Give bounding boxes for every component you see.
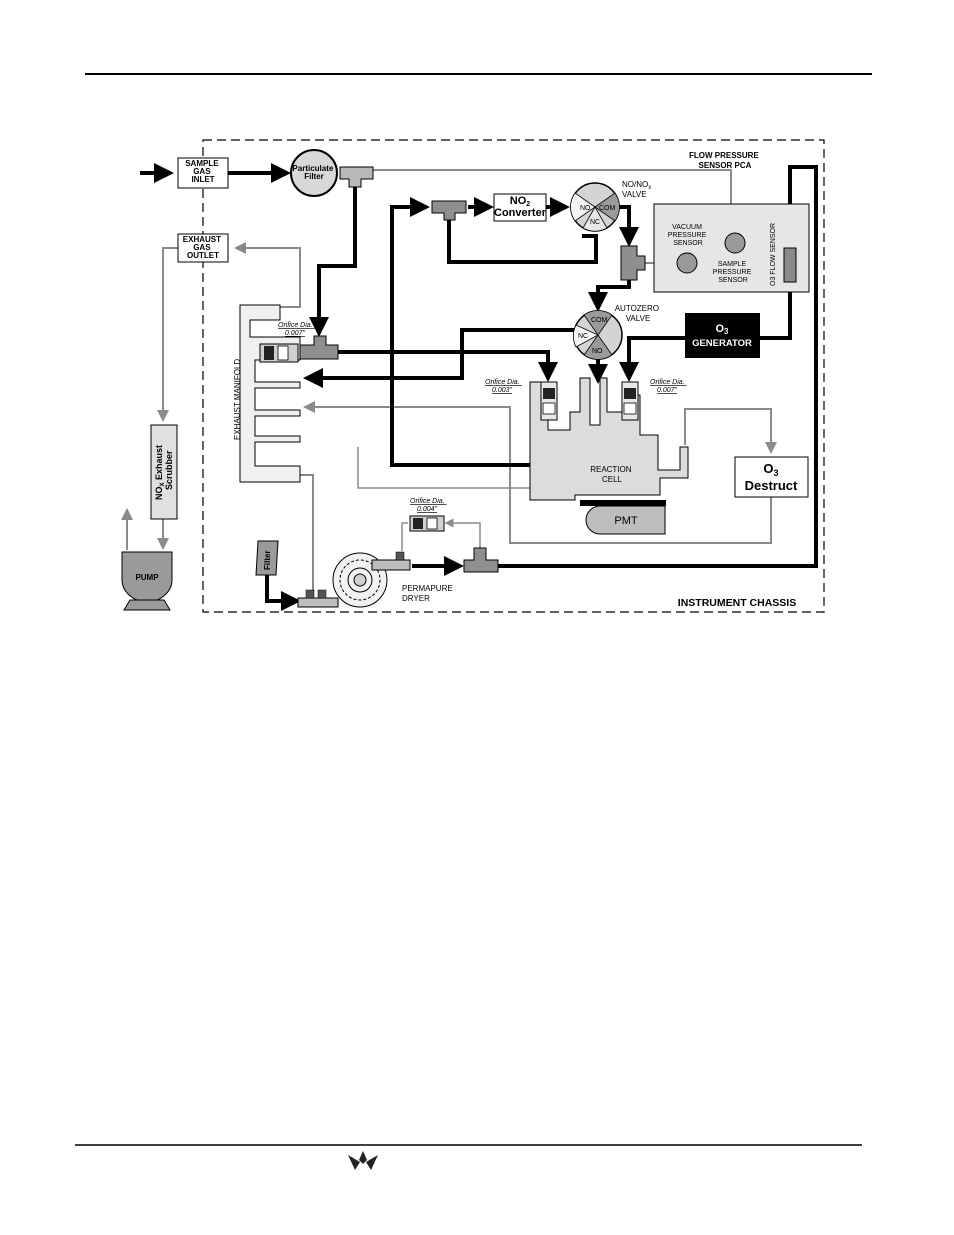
- autozero-valve-label: AUTOZERO VALVE: [615, 304, 662, 323]
- tee-fitting-inlet: [339, 166, 374, 188]
- particulate-filter-label: Particulate Filter: [292, 164, 335, 181]
- exhaust-gas-outlet-box: [177, 233, 229, 263]
- pump-base: [123, 599, 171, 611]
- svg-text:NC: NC: [590, 219, 600, 226]
- no-nox-valve-label: NO/NOx: [622, 180, 651, 191]
- tee-fitting-converter: [431, 200, 467, 221]
- nox-exhaust-scrubber-box: [150, 424, 178, 520]
- tee-fitting-valve: [620, 245, 646, 281]
- permapure-dryer-label: PERMAPURE DRYER: [402, 584, 455, 603]
- no2-converter-label-line2: Converter: [494, 207, 547, 219]
- company-logo-icon: [348, 1151, 378, 1170]
- no2-converter-label: NO2: [510, 195, 531, 208]
- orifice-dryer-label: Orifice Dia. 0.004": [410, 498, 447, 513]
- exhaust-manifold-label: EXHAUST MANIFOLD: [233, 359, 242, 440]
- tee-fitting-manifold: [299, 335, 339, 360]
- reaction-cell-label: REACTION CELL: [590, 465, 634, 484]
- orifice-right-icon: [621, 381, 639, 421]
- svg-text:NO: NO: [580, 205, 591, 212]
- o3-flow-sensor-label: O3 FLOW SENSOR: [770, 223, 777, 286]
- particulate-filter-circle: [290, 149, 338, 197]
- sample-gas-inlet-box: [177, 157, 229, 189]
- svg-text:NC: NC: [578, 333, 588, 340]
- filter-body: [255, 540, 279, 576]
- pump-label: PUMP: [135, 573, 159, 582]
- permapure-dryer-coil: [297, 551, 411, 608]
- flow-pressure-sensor-pca-label: FLOW PRESSURE SENSOR PCA: [689, 151, 761, 170]
- o3-destruct-box: [734, 456, 809, 498]
- sample-pressure-sensor-label: SAMPLE PRESSURE SENSOR: [713, 261, 753, 284]
- instrument-chassis-border: [202, 139, 825, 613]
- nox-exhaust-scrubber-label: NOX Exhaust: [154, 445, 166, 500]
- svg-text:NO: NO: [592, 348, 603, 355]
- orifice-center-icon: [540, 381, 558, 421]
- svg-text:COM: COM: [591, 317, 608, 324]
- vacuum-pressure-sensor-icon: [676, 252, 698, 274]
- o3-generator-box: [685, 313, 760, 358]
- orifice-left-label: Orifice Dia. 0.007": [278, 322, 315, 337]
- pmt-window: [580, 500, 666, 506]
- pmt-label: PMT: [614, 515, 638, 527]
- no2-converter-box: [493, 193, 547, 222]
- vacuum-pressure-sensor-label: VACUUM PRESSURE SENSOR: [668, 224, 708, 247]
- o3-generator-label: O3: [715, 323, 729, 336]
- instrument-chassis-label: INSTRUMENT CHASSIS: [678, 597, 796, 609]
- orifice-center-label: Orifice Dia. 0.003": [485, 379, 522, 394]
- o3-destruct-label-line2: Destruct: [745, 478, 798, 493]
- no-nox-valve-label-line2: VALVE: [622, 190, 647, 199]
- black-flow-lines: [140, 163, 818, 611]
- tee-fitting-dryer: [463, 547, 499, 573]
- o3-generator-label-line2: GENERATOR: [692, 338, 752, 349]
- o3-flow-sensor-icon: [783, 247, 797, 283]
- orifice-right-label: Orifice Dia. 0.007": [650, 379, 687, 394]
- svg-text:COM: COM: [599, 205, 616, 212]
- orifice-left-icon: [259, 343, 299, 363]
- autozero-valve: COM NC NO: [572, 310, 623, 360]
- nox-exhaust-scrubber-label-line2: Scrubber: [164, 450, 174, 490]
- pmt-body: [585, 505, 666, 535]
- o3-destruct-label: O3: [763, 461, 778, 478]
- exhaust-gas-outlet-label: EXHAUST GAS OUTLET: [183, 235, 223, 260]
- sample-gas-inlet-label: SAMPLE GAS INLET: [185, 159, 221, 184]
- filter-label: Filter: [263, 550, 272, 570]
- sample-pressure-sensor-icon: [724, 232, 746, 254]
- no-nox-valve: NO COM NC: [570, 182, 620, 232]
- orifice-dryer-icon: [409, 515, 445, 532]
